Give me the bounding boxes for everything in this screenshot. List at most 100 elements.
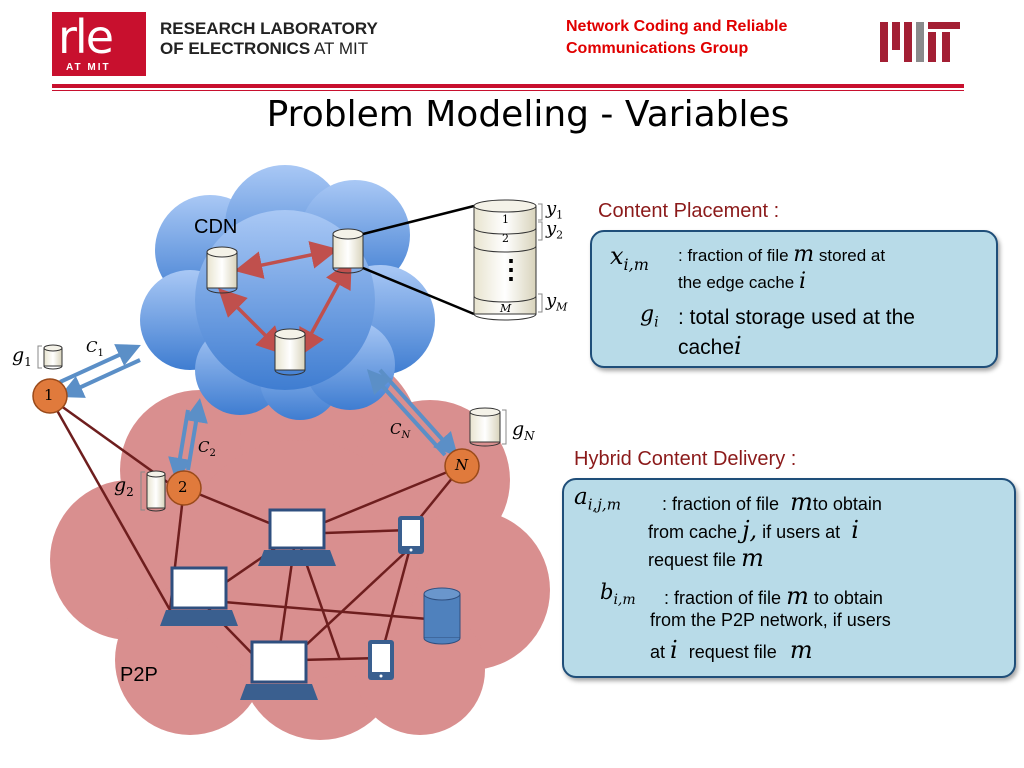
gn-symbol: g xyxy=(512,418,525,440)
capacity-arrows xyxy=(59,344,459,482)
g2-symbol: g xyxy=(114,474,127,496)
segment-1-label: 1 xyxy=(502,213,509,226)
b-description-line3: at i request file m xyxy=(650,636,813,664)
cache-g2 xyxy=(146,470,166,512)
lab-name: RESEARCH LABORATORY OF ELECTRONICS AT MI… xyxy=(160,19,378,59)
p2p-label: P2P xyxy=(120,664,158,686)
ym-subscript: M xyxy=(556,300,568,314)
g2-subscript: 2 xyxy=(126,484,134,499)
g-variable: gi xyxy=(640,302,659,330)
header-divider xyxy=(52,84,964,88)
rle-logo-subtext: AT MIT xyxy=(66,62,111,73)
b-desc-part4: at xyxy=(650,642,666,662)
a-description-line1: : fraction of file mto obtain xyxy=(662,488,882,516)
a-variable: ai,j,m xyxy=(574,484,621,514)
b-desc-part5: request file xyxy=(688,642,777,662)
g-description: : total storage used at the cachei xyxy=(678,304,915,362)
cdn-internal-links xyxy=(218,241,352,358)
x-desc-part2: stored at xyxy=(818,246,886,265)
b-desc-part1: : fraction of file xyxy=(664,588,782,608)
segment-dots: ⋮ xyxy=(498,254,524,284)
node-n xyxy=(444,448,480,484)
g-desc-i: i xyxy=(734,332,742,360)
cn-subscript: N xyxy=(401,430,411,441)
ym-label: yM xyxy=(546,290,567,314)
rle-logo: rle AT MIT xyxy=(52,10,146,76)
x-variable: xi,m xyxy=(610,242,649,274)
tablet-icon-top xyxy=(398,516,424,554)
x-desc-part3: the edge cache xyxy=(678,273,795,292)
group-name: Network Coding and Reliable Communicatio… xyxy=(566,16,787,60)
y2-subscript: 2 xyxy=(556,228,564,242)
node-1 xyxy=(32,378,68,414)
g1-subscript: 1 xyxy=(24,354,32,369)
storage-cylinder xyxy=(473,199,537,321)
cdn-server-right xyxy=(332,228,364,274)
c2-label: C2 xyxy=(198,438,216,459)
lab-name-atmit: AT MIT xyxy=(313,39,369,58)
content-placement-heading: Content Placement : xyxy=(598,200,780,222)
lab-name-line2: OF ELECTRONICS xyxy=(160,39,311,58)
tablet-icon-bottom xyxy=(368,640,394,680)
g1-symbol: g xyxy=(12,344,25,366)
cache-g1 xyxy=(43,344,63,370)
b-description-line2: from the P2P network, if users xyxy=(650,610,891,630)
lab-name-line1: RESEARCH LABORATORY xyxy=(160,19,378,38)
a-desc-i: i xyxy=(851,516,859,544)
x-desc-i: i xyxy=(799,269,807,294)
b-subscript: i,m xyxy=(613,592,636,609)
p2p-storage-icon xyxy=(423,587,461,645)
storage-brackets xyxy=(538,203,543,313)
gn-subscript: N xyxy=(524,428,535,443)
b-symbol: b xyxy=(600,580,614,604)
a-desc-j: j, xyxy=(742,516,758,544)
node-1-label: 1 xyxy=(44,386,54,404)
segment-m-label: M xyxy=(500,302,512,315)
g-desc-part2: cache xyxy=(678,336,735,359)
cache-gn xyxy=(469,407,501,447)
laptop-icon-left xyxy=(160,566,238,626)
slide-title: Problem Modeling - Variables xyxy=(266,94,790,135)
b-desc-i: i xyxy=(670,636,678,664)
b-desc-m: m xyxy=(786,582,809,610)
a-desc-part2: to obtain xyxy=(812,494,882,514)
y1-label: y1 xyxy=(546,198,563,222)
a-description-line2: from cache j, if users at i xyxy=(648,516,859,544)
a-desc-m: m xyxy=(790,488,813,516)
b-variable: bi,m xyxy=(600,580,636,608)
x-description: : fraction of file m stored at the edge … xyxy=(678,242,885,296)
g1-label: g1 xyxy=(12,344,32,369)
cn-symbol: C xyxy=(390,420,402,438)
a-desc-part3: from cache xyxy=(648,522,738,542)
x-desc-part1: : fraction of file xyxy=(678,246,789,265)
y1-symbol: y xyxy=(546,198,557,219)
content-placement-box: xi,m : fraction of file m stored at the … xyxy=(590,230,998,368)
y2-symbol: y xyxy=(546,218,557,239)
a-desc-m2: m xyxy=(741,544,764,572)
header-divider-thin xyxy=(52,90,964,91)
x-subscript: i,m xyxy=(623,254,649,274)
mit-logo xyxy=(880,22,960,62)
c2-subscript: 2 xyxy=(209,448,216,459)
laptop-icon-bottom xyxy=(240,640,318,700)
a-symbol: a xyxy=(574,484,588,510)
b-desc-part2: to obtain xyxy=(813,588,883,608)
node-2-label: 2 xyxy=(178,478,188,496)
group-name-line1: Network Coding and Reliable xyxy=(566,18,788,35)
a-subscript: i,j,m xyxy=(587,495,621,514)
hybrid-delivery-box: ai,j,m : fraction of file mto obtain fro… xyxy=(562,478,1016,678)
a-description-line3: request file m xyxy=(648,544,764,572)
gn-label: gN xyxy=(512,418,535,443)
a-desc-part1: : fraction of file xyxy=(662,494,780,514)
y2-label: y2 xyxy=(546,218,563,242)
laptop-icon-top xyxy=(258,508,336,566)
cdn-server-bottom xyxy=(274,328,306,376)
node-2 xyxy=(166,470,202,506)
g-desc-part1: : total storage used at the xyxy=(678,306,915,329)
zoom-lines xyxy=(362,204,475,316)
segment-2-label: 2 xyxy=(502,232,509,245)
y1-subscript: 1 xyxy=(556,208,564,222)
g2-label: g2 xyxy=(114,474,134,499)
b-desc-m2: m xyxy=(789,636,813,664)
